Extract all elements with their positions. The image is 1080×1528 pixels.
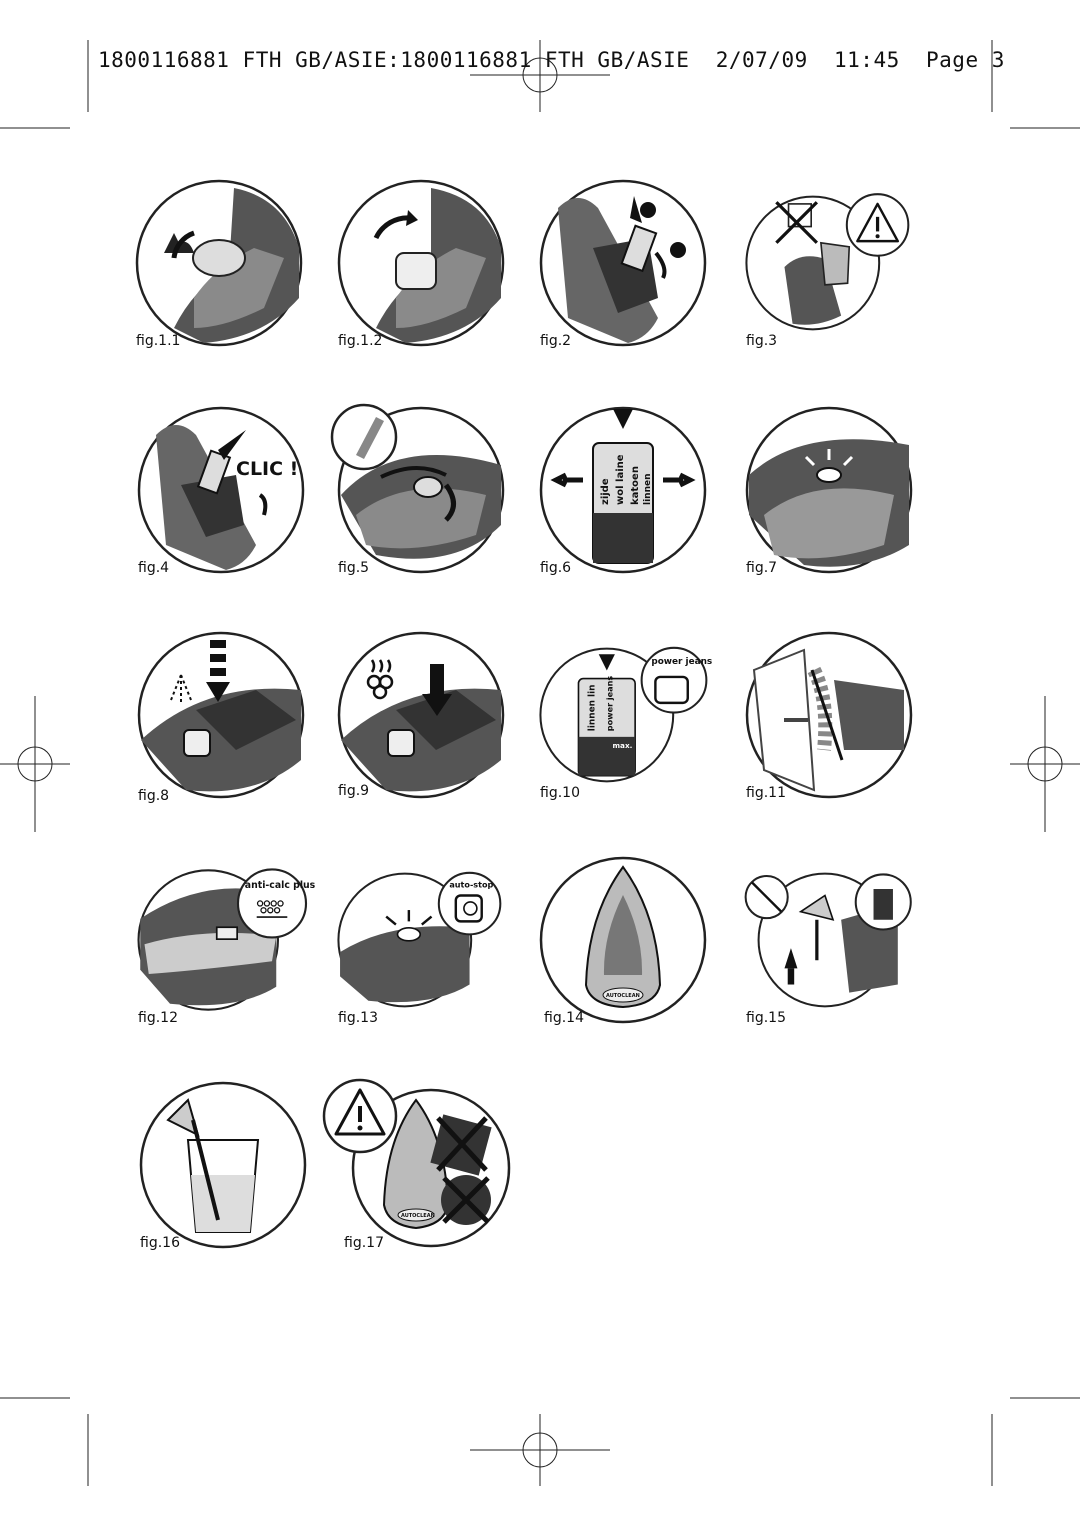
figure-2: fig.2 (538, 178, 708, 349)
figure-3: fig.3 (744, 178, 914, 349)
figure-4: CLIC ! fig.4 (136, 405, 306, 576)
temperature-dial-illustration (330, 403, 505, 574)
figure-caption: fig.10 (540, 785, 580, 801)
auto-stop-illustration: auto-stop (337, 871, 502, 1008)
indicator-light-illustration (745, 406, 913, 574)
figure-caption: fig.17 (344, 1235, 384, 1251)
figure-1-1: fig.1.1 (134, 178, 304, 349)
figure-8: fig.8 (136, 630, 306, 804)
figure-5: fig.5 (330, 403, 506, 576)
spray-button-illustration (137, 631, 305, 799)
figure-caption: fig.13 (338, 1010, 378, 1026)
figure-caption: fig.11 (746, 785, 786, 801)
dial-label-linnen-lin: linnen lin (588, 685, 598, 732)
figure-7: fig.7 (744, 405, 914, 576)
auto-stop-badge: auto-stop (449, 879, 493, 889)
valve-soak-illustration (139, 1081, 307, 1249)
figure-16: fig.16 (138, 1080, 308, 1251)
dial-label-zijde: zijde (600, 478, 611, 505)
figure-caption: fig.1.2 (338, 333, 383, 349)
soleplate-warning-illustration: AUTOCLEAN (322, 1078, 511, 1248)
dial-label-linnen: linnen (643, 474, 653, 506)
figure-15: fig.15 (744, 855, 914, 1026)
figure-caption: fig.7 (746, 560, 778, 576)
figure-caption: fig.3 (746, 333, 778, 349)
anti-drip-valve-illustration (744, 872, 912, 1008)
dial-label-max: max. (612, 741, 632, 750)
power-jeans-dial-illustration: linnen lin power jeans max. power jeans (539, 646, 712, 783)
figure-caption: fig.4 (138, 560, 170, 576)
figure-17: AUTOCLEAN fig.17 (322, 1078, 511, 1251)
figure-1-2: fig.1.2 (336, 178, 506, 349)
soleplate-illustration: AUTOCLEAN (539, 856, 707, 1024)
anti-calc-illustration: anti-calc plus (137, 868, 316, 1011)
soleplate-label: AUTOCLEAN (401, 1213, 435, 1219)
vertical-steam-illustration (745, 631, 913, 799)
figure-12: anti-calc plus fig.12 (136, 855, 316, 1026)
soleplate-label: AUTOCLEAN (606, 993, 640, 999)
figure-caption: fig.14 (544, 1010, 584, 1026)
steam-button-illustration (337, 631, 505, 799)
iron-lever-illustration (539, 179, 707, 347)
figure-caption: fig.5 (338, 560, 370, 576)
dial-label-wol: wol laine (615, 454, 626, 505)
iron-dial-illustration (135, 179, 303, 347)
fabric-dial-illustration: zijde wol laine katoen linnen (539, 406, 707, 574)
figure-6: zijde wol laine katoen linnen fig.6 (538, 405, 708, 576)
anti-calc-badge: anti-calc plus (245, 880, 316, 891)
figure-caption: fig.8 (138, 788, 170, 804)
figure-caption: fig.12 (138, 1010, 178, 1026)
figure-11: fig.11 (744, 630, 914, 801)
figure-caption: fig.9 (338, 783, 370, 799)
print-slug-header: 1800116881 FTH GB/ASIE:1800116881 FTH GB… (98, 48, 1005, 72)
figure-caption: fig.6 (540, 560, 572, 576)
figure-9: fig.9 (336, 630, 506, 800)
figure-caption: fig.2 (540, 333, 572, 349)
fill-water-warning-illustration (745, 193, 910, 331)
dial-label-katoen: katoen (630, 466, 641, 505)
clic-label: CLIC ! (236, 458, 298, 480)
figure-caption: fig.15 (746, 1010, 786, 1026)
figure-13: auto-stop fig.13 (336, 855, 506, 1026)
figure-caption: fig.16 (140, 1235, 180, 1251)
figure-10: linnen lin power jeans max. power jeans … (538, 630, 712, 801)
power-jeans-badge: power jeans (651, 657, 712, 667)
dial-label-power-jeans: power jeans (604, 676, 614, 732)
figure-caption: fig.1.1 (136, 333, 181, 349)
iron-dial-illustration (337, 179, 505, 347)
figure-14: AUTOCLEAN fig.14 (538, 855, 708, 1026)
lever-clic-illustration: CLIC ! (137, 406, 305, 574)
